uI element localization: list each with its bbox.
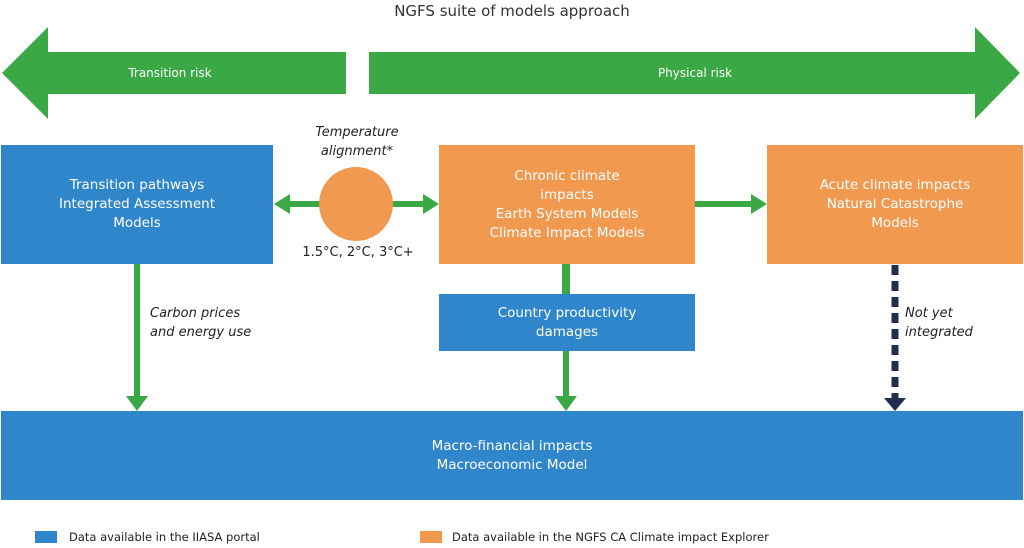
carbon-label-line1: Carbon prices — [150, 306, 241, 321]
arrowhead-to-transition — [274, 194, 290, 214]
legend-orange-text: Data available in the NGFS CA Climate im… — [452, 530, 769, 544]
notyet-label-line1: Not yet — [905, 306, 953, 321]
box-line: damages — [535, 323, 599, 340]
carbon-prices-label: Carbon prices and energy use — [150, 304, 280, 342]
temperature-values: 1.5°C, 2°C, 3°C+ — [302, 245, 414, 260]
box-line: Climate Impact Models — [489, 224, 645, 241]
box-line: Acute climate impacts — [819, 177, 971, 193]
macro-financial-impacts-box: Macro-financial impacts Macroeconomic Mo… — [1, 411, 1023, 500]
diagram-title: NGFS suite of models approach — [394, 2, 630, 20]
acute-climate-impacts-box: Acute climate impacts Natural Catastroph… — [767, 145, 1023, 264]
physical-risk-label: Physical risk — [657, 66, 733, 80]
box-line: Macro-financial impacts — [431, 437, 593, 454]
transition-risk-arrow — [2, 27, 346, 119]
temperature-alignment-label: Temperature alignment* — [300, 123, 414, 161]
arrowhead-country-macro — [555, 396, 577, 411]
physical-risk-arrow — [369, 27, 1020, 119]
not-yet-integrated-label: Not yet integrated — [905, 304, 1015, 342]
temperature-circle — [319, 167, 393, 241]
box-line: Natural Catastrophe — [826, 196, 964, 212]
legend-blue-text: Data available in the IIASA portal — [69, 530, 260, 544]
notyet-label-line2: integrated — [905, 325, 973, 340]
country-productivity-box: Country productivity damages — [439, 294, 695, 351]
transition-risk-label: Transition risk — [128, 66, 212, 80]
transition-pathways-box: Transition pathways Integrated Assessmen… — [1, 145, 273, 264]
arrowhead-acute-macro — [884, 398, 906, 411]
arrowhead-to-chronic — [423, 194, 439, 214]
temperature-label-line2: alignment* — [320, 144, 394, 159]
carbon-label-line2: and energy use — [150, 325, 252, 340]
box-line: Transition pathways — [69, 177, 205, 193]
box-line: Chronic climate — [514, 167, 620, 184]
box-line: Country productivity — [497, 304, 637, 321]
legend-orange-swatch — [420, 531, 442, 543]
chronic-climate-impacts-box: Chronic climate impacts Earth System Mod… — [439, 145, 695, 264]
box-line: Integrated Assessment — [59, 196, 215, 212]
box-line: Models — [871, 215, 919, 231]
box-line: impacts — [540, 186, 594, 203]
box-line: Earth System Models — [495, 205, 639, 222]
legend-blue-swatch — [35, 531, 57, 543]
temperature-label-line1: Temperature — [315, 125, 399, 140]
box-line: Models — [113, 215, 161, 231]
arrowhead-to-acute — [751, 194, 767, 214]
arrowhead-transition-macro — [126, 396, 148, 411]
box-line: Macroeconomic Model — [436, 456, 588, 473]
